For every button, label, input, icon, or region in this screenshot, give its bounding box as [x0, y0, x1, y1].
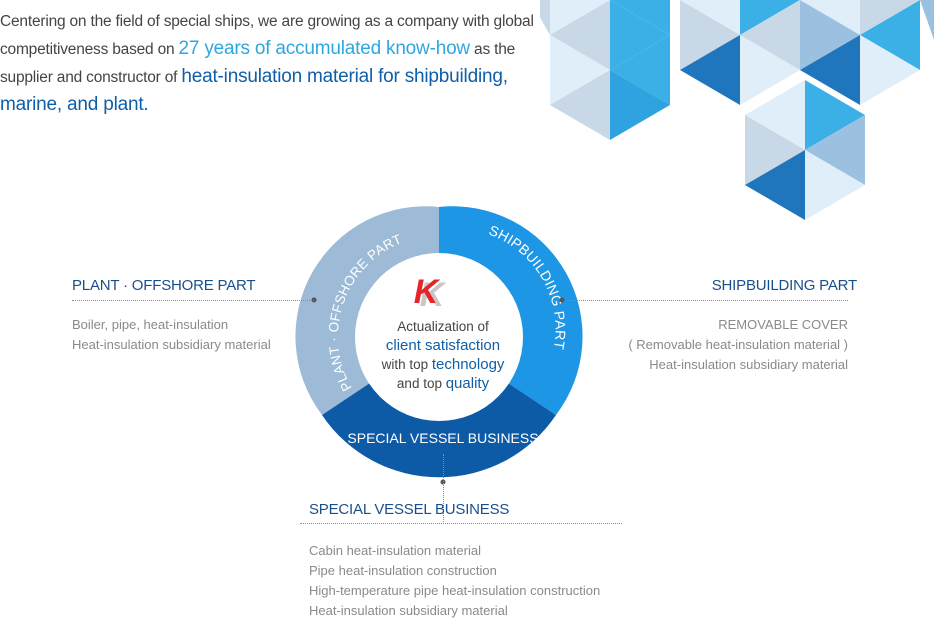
intro-paragraph: Centering on the field of special ships,… [0, 8, 560, 119]
special-item: Cabin heat-insulation material [309, 543, 481, 558]
center-line-4: and top quality [370, 374, 516, 393]
center-line-1: Actualization of [397, 319, 489, 334]
connector-line-special [300, 523, 622, 524]
logo-shadow: K [420, 276, 447, 314]
intro-text-1: Centering on the field of special ships,… [0, 13, 534, 58]
company-logo: K K [414, 273, 447, 314]
center-line-3-emphasis: technology [431, 356, 505, 373]
special-vessel-title: SPECIAL VESSEL BUSINESS [309, 501, 510, 518]
center-slogan: Actualization of client satisfaction wit… [370, 317, 516, 393]
shipbuilding-block: SHIPBUILDING PART REMOVABLE COVER ( Remo… [628, 277, 857, 375]
center-line-4-prefix: and top [396, 376, 446, 391]
triangle-pattern-decoration [540, 0, 934, 220]
plant-item: Boiler, pipe, heat-insulation [72, 317, 229, 332]
center-circle [355, 253, 523, 421]
center-line-3: with top technology [370, 355, 516, 374]
shipbuilding-item: Heat-insulation subsidiary material [649, 357, 848, 372]
plant-offshore-title: PLANT · OFFSHORE PART [72, 277, 256, 294]
shipbuilding-title: SHIPBUILDING PART [711, 277, 857, 294]
connector-dot-shipbuilding [559, 297, 565, 303]
special-vessel-block: SPECIAL VESSEL BUSINESS Cabin heat-insul… [309, 501, 600, 621]
connector-line-plant [72, 300, 314, 301]
connector-line-special-vertical [443, 454, 444, 524]
connector-dot-plant [311, 297, 317, 303]
special-item: Heat-insulation subsidiary material [309, 603, 508, 618]
intro-text-2: as the supplier and constructor of [0, 41, 516, 86]
shipbuilding-item: REMOVABLE COVER [718, 317, 848, 332]
plant-offshore-block: PLANT · OFFSHORE PART Boiler, pipe, heat… [72, 277, 271, 355]
special-item: High-temperature pipe heat-insulation co… [309, 583, 601, 598]
segment-label-special: SPECIAL VESSEL BUSINESS [347, 430, 538, 446]
shipbuilding-item: ( Removable heat-insulation material ) [628, 337, 848, 352]
center-line-3-prefix: with top [381, 357, 432, 372]
logo-letter: K [414, 273, 441, 311]
intro-highlight-years: 27 years of accumulated know-how [178, 38, 471, 59]
connector-line-shipbuilding [565, 300, 848, 301]
plant-item: Heat-insulation subsidiary material [72, 337, 271, 352]
special-item: Pipe heat-insulation construction [309, 563, 497, 578]
intro-highlight-material: heat-insulation material for shipbuildin… [0, 66, 508, 115]
center-line-2: client satisfaction [385, 337, 501, 354]
center-line-4-emphasis: quality [445, 375, 490, 392]
